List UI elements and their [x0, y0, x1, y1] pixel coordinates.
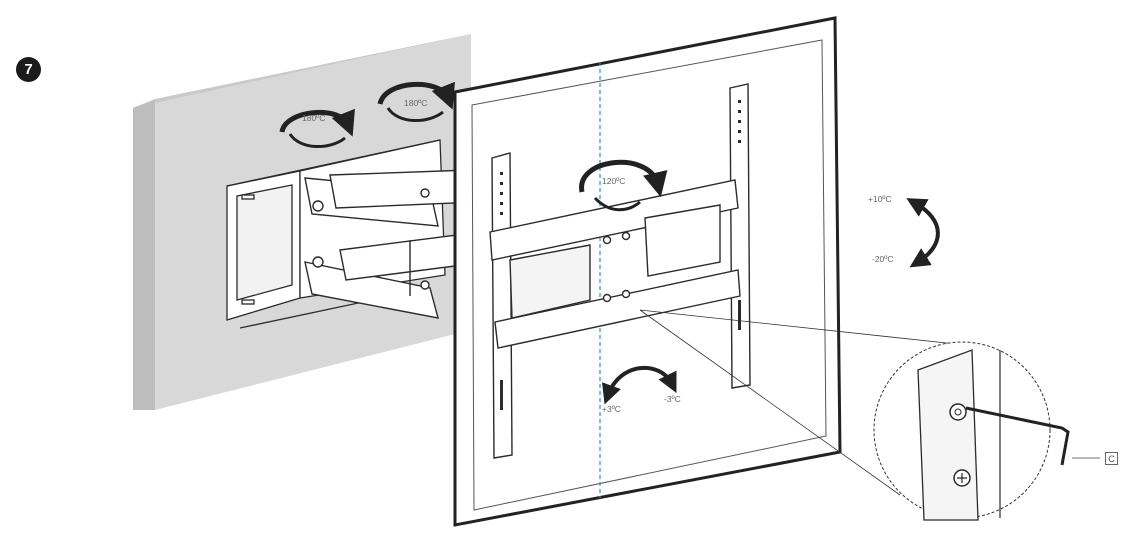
label-level-minus: -3ºC: [664, 394, 681, 404]
tv-bracket: [489, 83, 751, 459]
allen-key: [965, 406, 1070, 466]
label-tilt-down: -20ºC: [872, 254, 894, 264]
label-rotate-center: 120ºC: [602, 176, 625, 186]
level-arrow: [602, 365, 677, 405]
rotate-arrow-center: [579, 159, 668, 212]
bracket-slots: [500, 100, 741, 410]
swivel-arrow-right: [377, 81, 455, 123]
label-tilt-up: +10ºC: [868, 194, 892, 204]
label-level-plus: +3ºC: [602, 404, 621, 414]
swivel-arrow-left: [279, 108, 355, 149]
callout-label-c: C: [1105, 452, 1118, 465]
detail-zoom-circle: [873, 341, 1051, 521]
tilt-arrow: [906, 198, 940, 268]
detail-leader-lines: [639, 309, 966, 496]
label-swivel-right: 180ºC: [404, 98, 427, 108]
step-number-badge: 7: [16, 57, 41, 82]
label-swivel-left: 180ºC: [302, 113, 325, 123]
